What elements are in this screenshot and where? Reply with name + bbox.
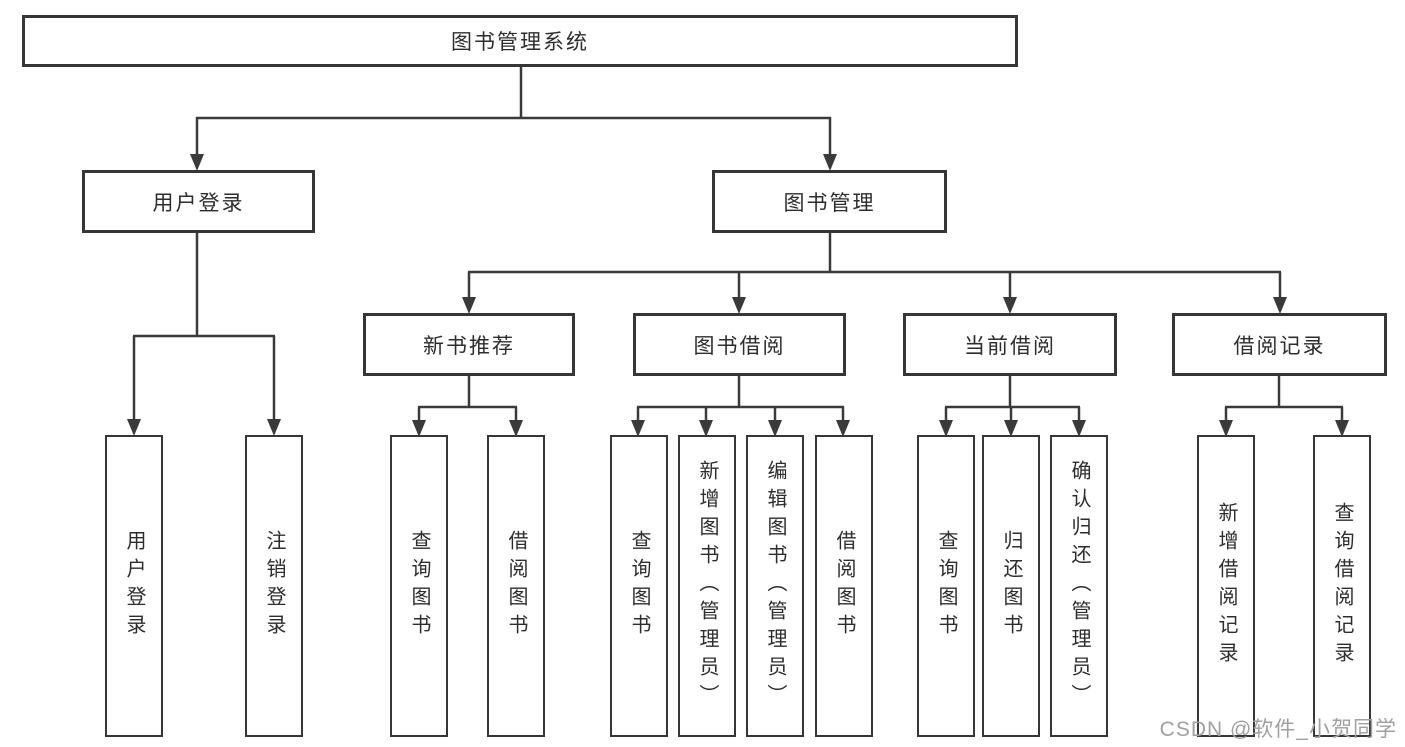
node-borrow-records: 借阅记录 [1172,313,1387,376]
leaf-borrow-edit-books-admin: 编辑图书（管理员） [746,435,804,737]
node-book-management: 图书管理 [712,170,947,233]
leaf-recommend-borrow-books: 借阅图书 [487,435,545,737]
node-book-borrow: 图书借阅 [633,313,846,376]
leaf-user-login: 用户登录 [105,435,163,737]
node-library-system: 图书管理系统 [22,15,1018,67]
leaf-current-query-books: 查询图书 [917,435,975,737]
csdn-watermark: CSDN @软件_小贺同学 [1159,718,1397,741]
node-current-borrow: 当前借阅 [903,313,1117,376]
leaf-current-return-books: 归还图书 [982,435,1040,737]
leaf-records-query-record: 查询借阅记录 [1313,435,1371,737]
leaf-recommend-query-books: 查询图书 [390,435,448,737]
leaf-records-add-record: 新增借阅记录 [1197,435,1255,737]
leaf-current-confirm-return-admin: 确认归还（管理员） [1050,435,1108,737]
node-user-login: 用户登录 [82,170,315,233]
leaf-logout: 注销登录 [245,435,303,737]
leaf-borrow-add-books-admin: 新增图书（管理员） [678,435,736,737]
leaf-borrow-borrow-books: 借阅图书 [815,435,873,737]
node-new-book-recommend: 新书推荐 [363,313,575,376]
leaf-borrow-query-books: 查询图书 [610,435,668,737]
